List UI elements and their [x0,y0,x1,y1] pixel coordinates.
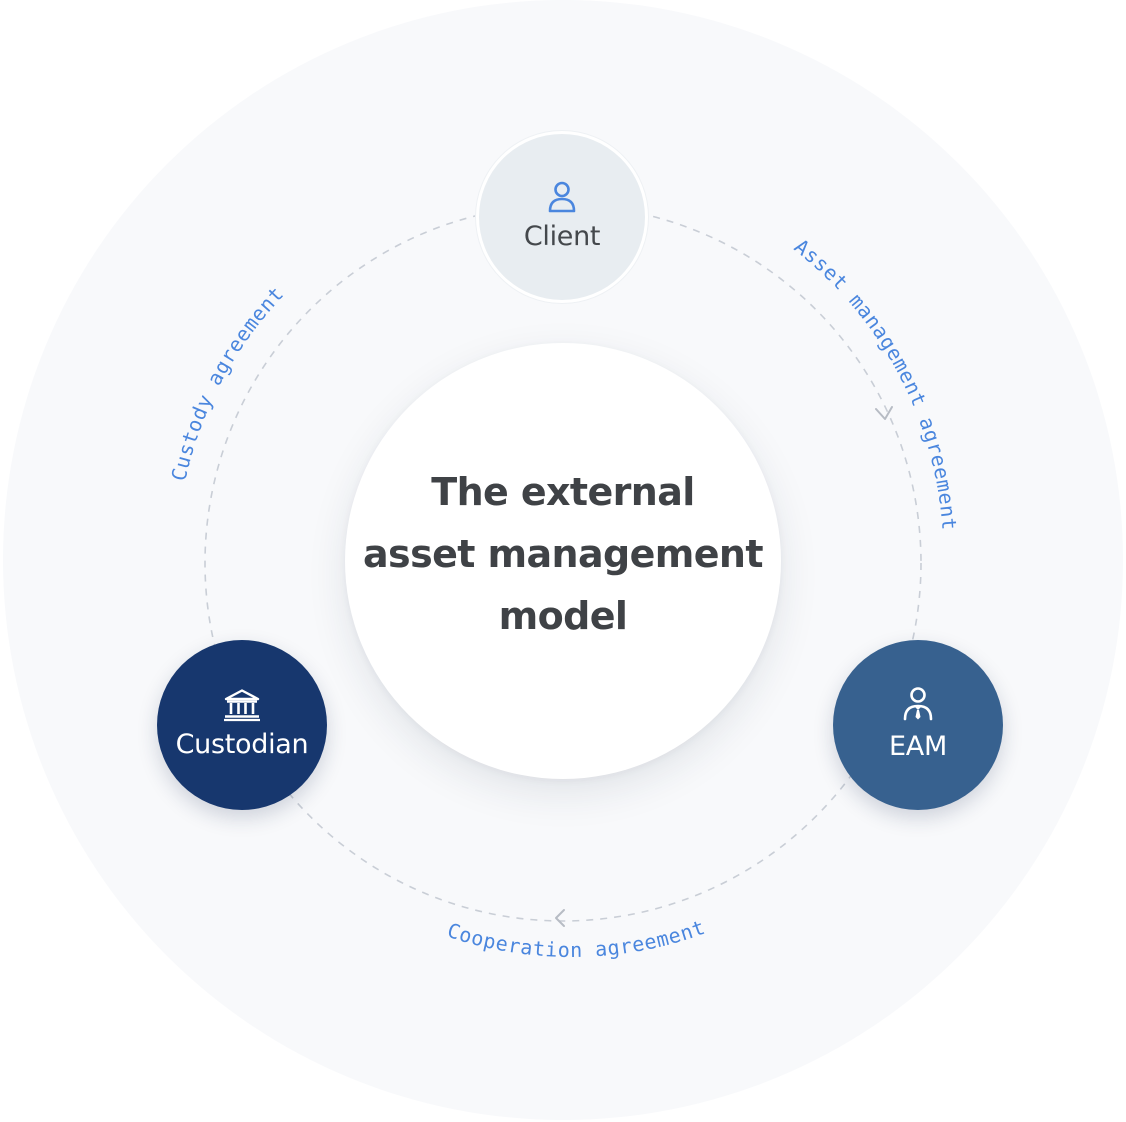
diagram-title: The external asset management model [353,461,773,647]
diagram-title-line-1: The external [431,470,695,514]
cooperation-agreement-label: Cooperation agreement [444,915,708,962]
asset-management-agreement-label: Asset management agreement [790,234,962,531]
center-circle: The external asset management model [345,343,781,779]
diagram-title-line-2: asset management [363,532,764,576]
bank-icon [224,689,260,722]
advisor-icon [903,687,933,721]
eam-label: EAM [889,731,947,762]
person-icon [548,181,576,213]
client-node: Client [476,131,648,303]
custodian-node: Custodian [157,640,327,810]
arrowhead-cooperation [555,909,565,927]
arrowhead-asset-management [875,406,893,420]
custodian-label: Custodian [175,729,309,760]
eam-node: EAM [833,640,1003,810]
diagram-title-line-3: model [498,594,628,638]
client-label: Client [523,221,601,252]
custody-agreement-label: Custody agreement [166,281,288,483]
